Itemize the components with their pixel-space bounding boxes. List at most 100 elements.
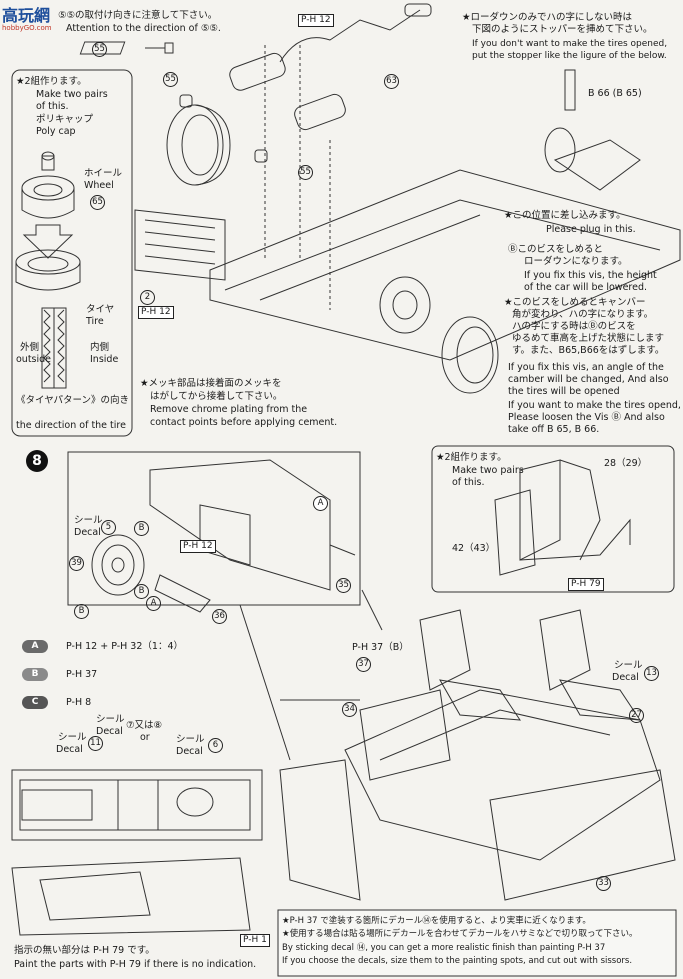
wheel-label-jp: ホイール [84, 168, 123, 179]
wheel-label-en: Wheel [84, 180, 114, 191]
decal14-jp2: ★使用する場合は貼る場所にデカールを合わせてデカールをハサミなどで切り取って下さ… [282, 929, 638, 939]
decal7-jp: シール [96, 714, 125, 725]
lowdown-en1: If you don't want to make the tires open… [472, 39, 668, 49]
direction-note-en: Attention to the direction of ⑤⑤. [66, 23, 221, 34]
stopper-part-label: B 66 (B 65) [588, 88, 642, 99]
decal-13-callout: 13 [644, 666, 659, 681]
paint-ref-ph1: P-H 1 [240, 934, 270, 947]
default-paint-en: Paint the parts with P-H 79 if there is … [14, 959, 257, 970]
camber-en5: Please loosen the Vis Ⓑ And also [508, 412, 665, 423]
label-b-wheel3: B [74, 604, 89, 619]
paint-ref-ph12b: P-H 12 [138, 306, 174, 319]
decal11-jp: シール [58, 732, 87, 743]
decal11-en: Decal [56, 744, 83, 755]
seat-make-en2: of this. [452, 477, 485, 488]
part-39-callout: 39 [69, 556, 84, 571]
camber-jp5: す。また、B65,B66をはずします。 [512, 345, 665, 356]
inside-label-jp: 内側 [90, 342, 110, 353]
legend-c-badge: C [22, 696, 48, 709]
default-paint-jp: 指示の無い部分は P-H 79 です。 [14, 945, 155, 956]
site-logo: 高玩網 [2, 6, 51, 25]
decal-6-callout: 6 [208, 738, 223, 753]
legend-b-badge: B [22, 668, 48, 681]
steering-seal-jp: シール [74, 515, 103, 526]
seat-make-en1: Make two pairs [452, 465, 524, 476]
decal14-en2: If you choose the decals, size them to t… [282, 956, 633, 966]
part-33-callout: 33 [596, 876, 611, 891]
tire-label-jp: タイヤ [86, 304, 115, 315]
inside-label-en: Inside [90, 354, 119, 365]
decal6-en: Decal [176, 746, 203, 757]
direction-note-jp: ⑤⑤の取付け向きに注意して下さい。 [58, 10, 218, 21]
lowdown-jp1: ★ローダウンのみでハの字にしない時は [462, 12, 633, 23]
decal7-or: or [140, 732, 150, 743]
seat-part-28-29: 28（29） [604, 458, 648, 469]
plug-in-en: Please plug in this. [546, 224, 636, 235]
polycap-label-jp: ポリキャップ [36, 114, 94, 125]
camber-jp4: ゆるめて車高を上げた状態にします [512, 333, 665, 344]
part-55a-callout: 55 [163, 72, 178, 87]
steering-seal-en: Decal [74, 527, 101, 538]
seat-part-42-43: 42（43） [452, 543, 496, 554]
seat-make-jp: ★2組作ります。 [436, 452, 507, 463]
chrome-en2: contact points before applying cement. [150, 417, 338, 428]
label-b-wheel: B [134, 521, 149, 536]
tire-label-en: Tire [86, 316, 104, 327]
part-27-callout: 27 [629, 708, 644, 723]
wheel-make-jp: ★2組作ります。 [16, 76, 87, 87]
part-63-callout: 63 [384, 74, 399, 89]
part-2-callout: 2 [140, 290, 155, 305]
legend-b-text: P-H 37 [66, 669, 98, 680]
decal7-8-callout: ⑦又は⑧ [126, 720, 163, 731]
tire-pattern-jp: 《タイヤパターン》の向き [16, 395, 130, 406]
part-37-callout: 37 [356, 657, 371, 672]
vis-jp1: Ⓑこのビスをしめると [508, 244, 604, 255]
decal-5-callout: 5 [101, 520, 116, 535]
label-a-dash: A [313, 496, 328, 511]
part-35-callout: 35 [336, 578, 351, 593]
tire-pattern-en: the direction of the tire [16, 420, 126, 431]
lowdown-jp2: 下図のようにストッパーを挿めて下さい。 [472, 24, 653, 35]
wheel-make-en1: Make two pairs [36, 89, 108, 100]
decal-11-callout: 11 [88, 736, 103, 751]
decal14-en1: By sticking decal ⑭, you can get a more … [282, 943, 606, 953]
decal6-jp: シール [176, 734, 205, 745]
paint-ref-step8-ph12: P-H 12 [180, 540, 216, 553]
paint-ref-ph79: P-H 79 [568, 578, 604, 591]
paint-ref-ph12: P-H 12 [298, 14, 334, 27]
label-b-wheel2: B [134, 584, 149, 599]
camber-en4: If you want to make the tires opend, [508, 400, 681, 411]
lowdown-en2: put the stopper like the ligure of the b… [472, 51, 667, 61]
plug-in-jp: ★この位置に差し込みます。 [504, 210, 626, 221]
camber-jp1: ★このビスをしめるとキャンバー [504, 297, 646, 308]
camber-en2: camber will be changed, And also [508, 374, 669, 385]
camber-en6: take off B 65, B 66. [508, 424, 600, 435]
step-number: 8 [26, 450, 48, 472]
vis-en2: of the car will be lowered. [524, 282, 648, 293]
wheel-make-en2: of this. [36, 101, 69, 112]
part-36-callout: 36 [212, 609, 227, 624]
part-55b-callout: 55 [298, 165, 313, 180]
label-a-column: A [146, 596, 161, 611]
chrome-en1: Remove chrome plating from the [150, 404, 308, 415]
chrome-jp2: はがしてから接着して下さい。 [150, 391, 283, 402]
part-55-callout: 55 [92, 42, 107, 57]
legend-a-badge: A [22, 640, 48, 653]
camber-jp3: ハの字にする時はⒷのビスを [512, 321, 636, 332]
paint-ref-ph37b: P-H 37（B） [352, 642, 409, 653]
part-34-callout: 34 [342, 702, 357, 717]
legend-c-text: P-H 8 [66, 697, 92, 708]
polycap-label-en: Poly cap [36, 126, 76, 137]
camber-jp2: 角が変わり、ハの字になります。 [512, 309, 654, 320]
camber-en3: the tires will be opened [508, 386, 620, 397]
outside-label-en: outside [16, 354, 52, 365]
vis-jp2: ローダウンになります。 [524, 256, 628, 267]
decal13-en: Decal [612, 672, 639, 683]
outside-label-jp: 外側 [20, 342, 40, 353]
decal7-en: Decal [96, 726, 123, 737]
decal14-jp1: ★P-H 37 で塗装する箇所にデカール⑭を使用すると、より実車に近くなります。 [282, 916, 591, 926]
legend-a-text: P-H 12 + P-H 32（1：4） [66, 641, 183, 652]
camber-en1: If you fix this vis, an angle of the [508, 362, 664, 373]
part-65-callout: 65 [90, 195, 105, 210]
